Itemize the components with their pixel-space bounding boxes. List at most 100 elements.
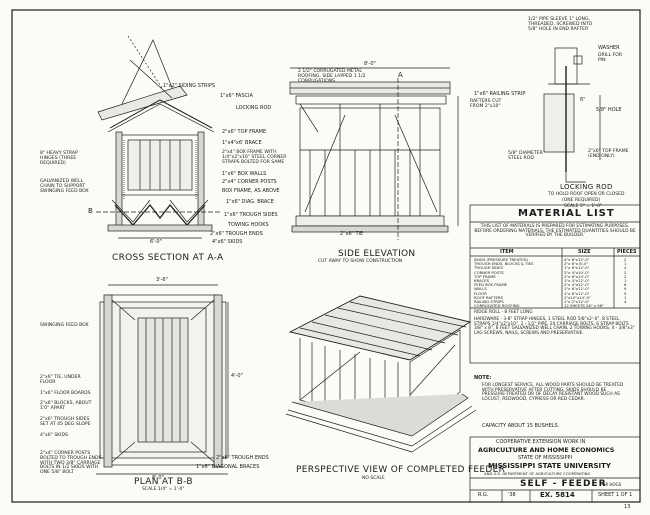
cross-section-drawing xyxy=(96,35,222,239)
dim-six-feet: 6'-0" xyxy=(150,239,162,245)
material-item: WALLS xyxy=(474,286,487,292)
org-line-1: COOPERATIVE EXTENSION WORK IN xyxy=(496,439,586,445)
label-rafters: RAFTERS CUT FROM 2"x10" xyxy=(470,99,502,109)
drawn-by: R.G. xyxy=(478,492,489,498)
material-item: CORRUGATED ROOFING xyxy=(474,303,520,309)
material-item: TOP FRAME xyxy=(474,273,496,279)
material-pieces: 6 xyxy=(624,282,627,288)
title-block xyxy=(469,436,641,503)
footer-mark: 13 xyxy=(624,504,631,510)
dim-six-inch: 6" xyxy=(580,97,586,103)
label-diagonal-braces: 1"x6" DIAGONAL BRACES xyxy=(196,464,260,470)
material-size: 2"x 6"x 8'-0" xyxy=(564,261,589,267)
label-corner-posts: 2"x4" CORNER POSTS xyxy=(222,179,277,185)
label-skids-plan: 4"x6" SKIDS xyxy=(40,433,68,438)
label-roofing: 2 1/2" CORRUGATED METAL ROOFING, SIDE LA… xyxy=(298,69,366,84)
perspective-drawing xyxy=(285,295,477,453)
label-tie-under-floor: 2"x6" TIE, UNDER FLOOR xyxy=(40,375,81,385)
material-size: 12 SHEETS 26" x 96" xyxy=(564,303,604,309)
dim-plan-bottom: 8'-0" xyxy=(152,475,164,481)
label-trough-ends: 2"x6" TROUGH ENDS xyxy=(210,231,263,237)
drawing-name: SELF - FEEDER xyxy=(520,479,607,489)
perspective-title: PERSPECTIVE VIEW OF COMPLETED FEEDER xyxy=(296,465,506,475)
locking-rod-sub1: TO HOLD ROOF OPEN OR CLOSED xyxy=(548,192,625,197)
locking-rod-scale: SCALE 3" = 1'-0" xyxy=(564,204,603,209)
material-size: 2"x 4"x10'-0" xyxy=(564,269,590,275)
label-trough-sides: 1"x6" TROUGH SIDES xyxy=(224,212,278,218)
label-corner-posts-plan: 2"x4" CORNER POSTS BOLTED TO TROUGH ENDS… xyxy=(40,451,102,476)
material-item: CORNER POSTS xyxy=(474,269,504,275)
material-pieces: 1 xyxy=(624,278,627,283)
note-heading: NOTE: xyxy=(474,375,492,381)
label-steel-rod: 5/8" DIAMETER STEEL ROD xyxy=(508,151,543,161)
material-size: 4"x 6"x12'-0" xyxy=(564,257,590,262)
section-marker-a: A xyxy=(398,71,403,79)
material-list-title: MATERIAL LIST xyxy=(518,208,615,219)
label-pipe-sleeve: 1/2" PIPE SLEEVE 1" LONG, THREADED, SCRE… xyxy=(528,17,593,32)
label-top-frame: 2"x6" TOP FRAME xyxy=(222,129,267,135)
material-list-ridge: RIDGE ROLL - 8 FEET LONG xyxy=(474,310,533,315)
material-item: FLOOR xyxy=(474,290,487,296)
drawing-number: EX. 5814 xyxy=(540,491,575,499)
material-item: RAILING STRIPS xyxy=(474,299,504,304)
dim-side-top: 8'-0" xyxy=(364,61,376,67)
cross-section-title: CROSS SECTION AT A-A xyxy=(112,253,224,263)
material-size: 2"x10"x14'-0" xyxy=(564,294,591,300)
label-floor-boards: 1"x6" FLOOR BOARDS xyxy=(40,391,91,396)
label-washer: WASHER xyxy=(598,45,620,51)
label-strap-hinges: 8" HEAVY STRAP HINGES (THREE REQUIRED) xyxy=(40,151,78,166)
header-pieces: PIECES xyxy=(617,249,637,255)
material-pieces: 2 xyxy=(624,257,627,262)
plan-scale: SCALE 1/4" = 1'-0" xyxy=(142,487,185,492)
material-size: 1"x 6"x12'-0" xyxy=(564,290,590,296)
material-item: ROOF RAFTERS xyxy=(474,294,503,300)
side-elevation-title: SIDE ELEVATION xyxy=(338,249,416,259)
material-pieces: 4 xyxy=(624,265,627,271)
material-pieces: 5 xyxy=(624,290,627,296)
material-pieces: 1 xyxy=(624,294,627,300)
label-hole: 5/8" HOLE xyxy=(596,107,622,113)
label-tie: 2"x6" TIE xyxy=(340,231,364,237)
section-marker-b: B xyxy=(88,207,93,215)
label-top-frame-end: 2"x6" TOP FRAME (END ONLY) xyxy=(588,149,629,159)
header-size: SIZE xyxy=(578,249,591,255)
material-size: 2"x 4"x12'-0" xyxy=(564,282,590,288)
label-locking-rod: LOCKING ROD xyxy=(236,105,272,111)
material-list-table xyxy=(469,204,641,364)
label-trough-sides-plan: 2"x6" TROUGH SIDES SET AT 45 DEG SLOPE xyxy=(40,417,91,427)
material-pieces: 2 xyxy=(624,273,627,279)
side-elevation-subtitle: CUT AWAY TO SHOW CONSTRUCTION xyxy=(318,259,403,264)
label-swinging-box: SWINGING FEED BOX xyxy=(40,323,89,328)
sheet-number: SHEET 1 OF 1 xyxy=(598,492,633,498)
material-item: TROUGH ENDS, BLOCKS & TIES xyxy=(474,261,534,267)
material-size: 1"x 2"x12'-0" xyxy=(564,299,590,304)
note-text: FOR LONGEST SERVICE, ALL WOOD PARTS SHOU… xyxy=(482,383,624,402)
material-item: TROUGH SIDES xyxy=(474,265,503,271)
drawing-for: FOR HOGS xyxy=(600,482,622,487)
label-siding-strips: 1"x2" SIDING STRIPS xyxy=(163,83,216,89)
label-drill: DRILL FOR PIN xyxy=(598,53,623,63)
dim-plan-side: 4'-0" xyxy=(231,373,243,379)
header-item: ITEM xyxy=(500,249,514,255)
label-box-frame: 2"x4" BOX FRAME WITH 1/4"x2"x10" STEEL C… xyxy=(222,150,287,165)
org-line-4: MISSISSIPPI STATE UNIVERSITY xyxy=(488,462,611,470)
material-pieces: 1 xyxy=(624,261,627,267)
label-trough-ends-plan: 2"x6" TROUGH ENDS xyxy=(216,455,269,461)
label-brace: 1"x4"x6' BRACE xyxy=(222,140,262,146)
org-line-5: AND U.S. DEPARTMENT OF AGRICULTURE COOPE… xyxy=(484,471,591,476)
material-item: BRACES xyxy=(474,278,490,283)
material-list-hardware: HARDWARE - 3-8" STRAP HINGES, 1 STEEL RO… xyxy=(474,317,635,336)
locking-rod-title: LOCKING ROD xyxy=(560,183,613,191)
label-railing-strip: 1"x6" RAILING STRIP xyxy=(474,91,526,97)
label-chain: GALVANIZED WELL CHAIN TO SUPPORT SWINGIN… xyxy=(40,179,89,194)
org-line-3: STATE OF MISSISSIPPI xyxy=(518,455,573,461)
label-towing-hooks: TOWING HOOKS xyxy=(228,222,269,228)
label-skids: 4"x6" SKIDS xyxy=(212,239,243,245)
material-list-note: THIS LIST OF MATERIALS IS PREPARED FOR E… xyxy=(474,224,636,239)
material-pieces: 4 xyxy=(624,299,627,304)
label-box-walls: 1"x6" BOX WALLS xyxy=(222,171,267,177)
perspective-subtitle: NO SCALE xyxy=(362,476,385,481)
drawing-year: '38 xyxy=(508,492,516,498)
material-size: 1"x 6"x12'-0" xyxy=(564,286,590,292)
